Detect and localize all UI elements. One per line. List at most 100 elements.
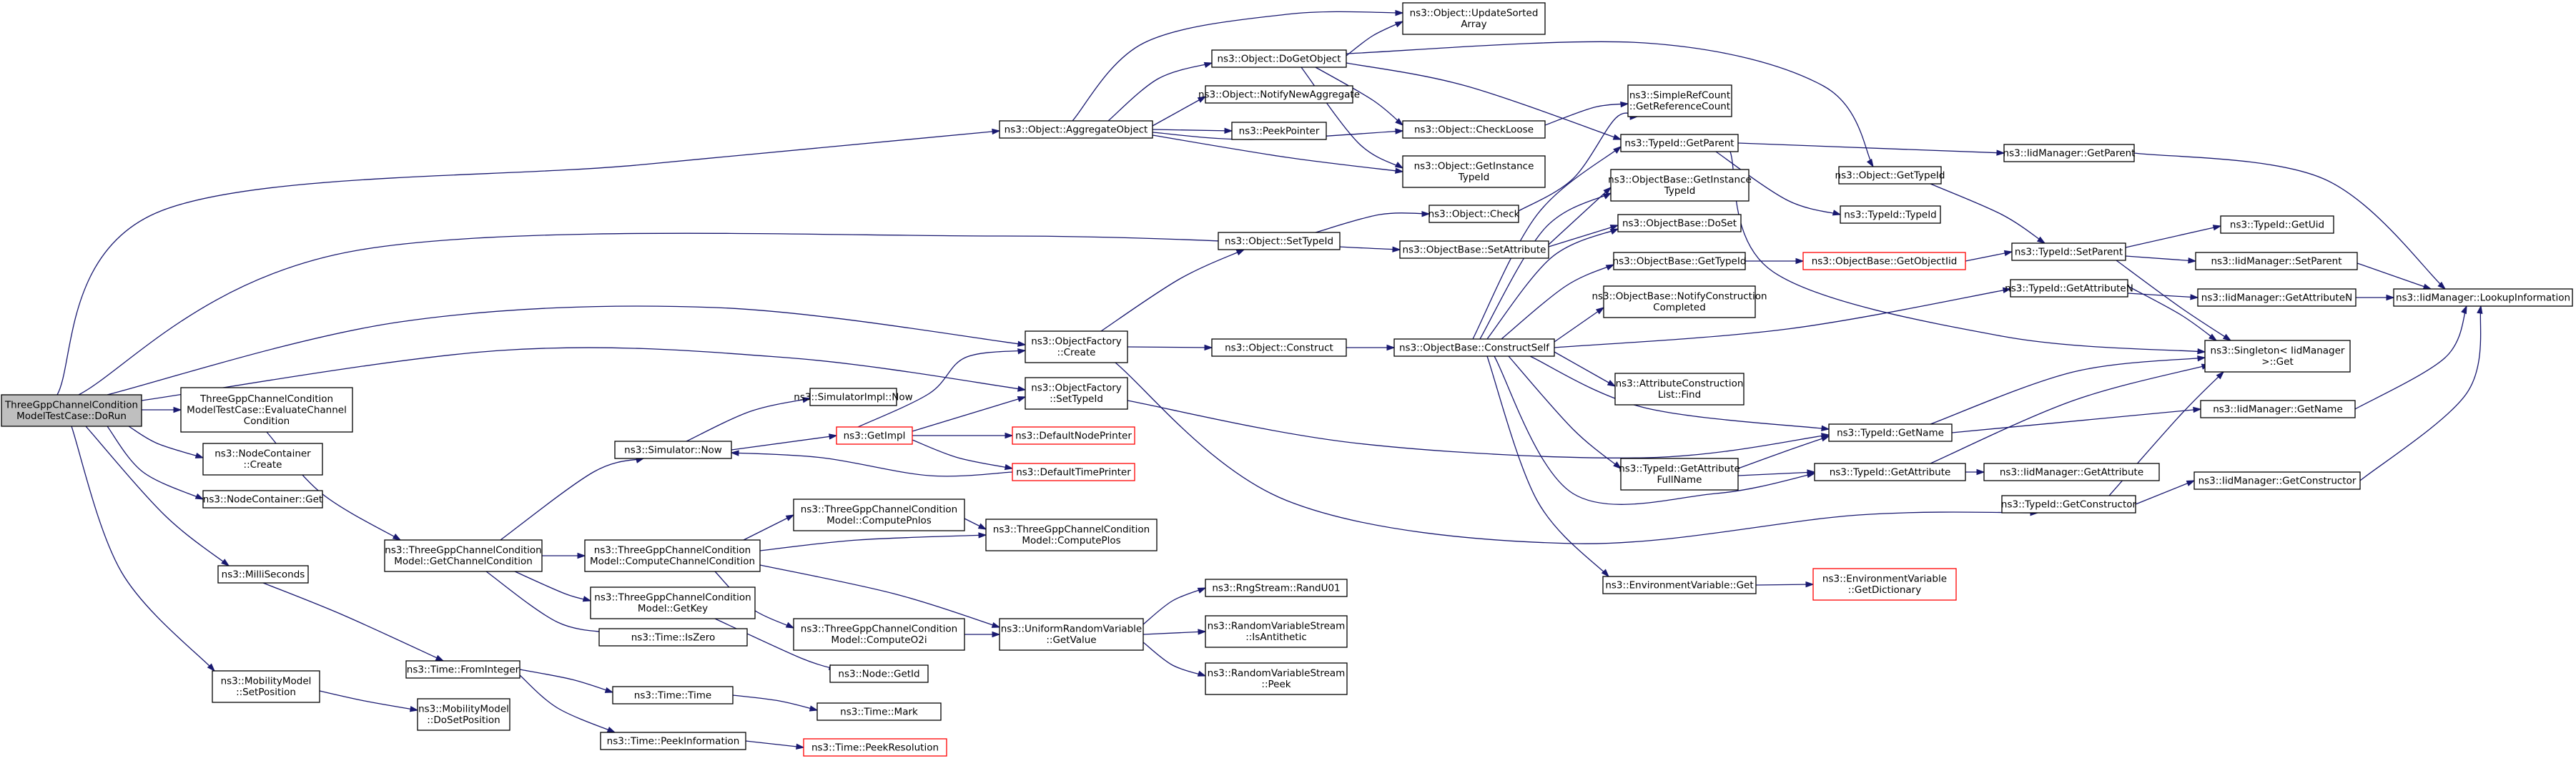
node-tidsetparent[interactable]: ns3::TypeId::SetParent [2011,242,2126,261]
node-computecc[interactable]: ns3::ThreeGppChannelConditionModel::Comp… [584,539,761,572]
edge-arrowhead [1395,118,1404,126]
node-nccreate[interactable]: ns3::NodeContainer::Create [202,443,323,476]
edge-line [1479,192,1612,340]
node-tidgetattr[interactable]: ns3::TypeId::GetAttribute [1814,463,1966,481]
node-objcheck[interactable]: ns3::Object::Check [1428,205,1520,223]
node-o2i[interactable]: ns3::ThreeGppChannelConditionModel::Comp… [793,618,965,651]
node-root[interactable]: ThreeGppChannelConditionModelTestCase::D… [1,394,142,427]
edge-line [78,232,1401,396]
edge-getimpl-to-ofcreate [857,348,1027,428]
edge-getimpl-to-defnode [912,432,1014,439]
edge-iidgetattrn-to-lookup [2356,294,2395,301]
node-mark[interactable]: ns3::Time::Mark [816,702,942,721]
edge-line [1951,408,2201,433]
node-mmset[interactable]: ns3::MobilityModel::SetPosition [212,670,320,703]
edge-arrowhead [1197,587,1207,594]
node-ofsettid[interactable]: ns3::ObjectFactory::SetTypeId [1025,377,1128,410]
node-envget[interactable]: ns3::EnvironmentVariable::Get [1602,576,1757,594]
node-obgetobjtid[interactable]: ns3::ObjectBase::GetObjectIid [1802,252,1966,270]
node-peek[interactable]: ns3::RandomVariableStream::Peek [1205,662,1348,695]
node-notifyagg[interactable]: ns3::Object::NotifyNewAggregate [1198,85,1360,104]
node-iidsetparent[interactable]: ns3::IidManager::SetParent [2195,252,2358,270]
edge-arrowhead [194,452,204,458]
node-getkey[interactable]: ns3::ThreeGppChannelConditionModel::GetK… [590,586,756,619]
node-objgettid[interactable]: ns3::Object::GetTypeId [1835,166,1945,185]
node-objsettid[interactable]: ns3::Object::SetTypeId [1218,232,1341,250]
node-nodegetid[interactable]: ns3::Node::GetId [829,664,929,683]
node-envdict[interactable]: ns3::EnvironmentVariable::GetDictionary [1812,568,1957,601]
node-box [217,565,309,584]
node-ofcreate[interactable]: ns3::ObjectFactory::Create [1025,330,1128,363]
node-uniform[interactable]: ns3::UniformRandomVariable::GetValue [999,618,1144,651]
node-isanti[interactable]: ns3::RandomVariableStream::IsAntithetic [1205,615,1348,648]
node-iidgetparent[interactable]: ns3::IidManager::GetParent [2003,144,2136,162]
edge-arrowhead [2209,333,2218,341]
node-iidgetname[interactable]: ns3::IidManager::GetName [2200,400,2356,418]
edge-constructself-to-obdoset [1486,228,1619,340]
node-ncget[interactable]: ns3::NodeContainer::Get [202,490,323,509]
node-refcount[interactable]: ns3::SimpleRefCount::GetReferenceCount [1627,84,1732,117]
node-obgettid[interactable]: ns3::ObjectBase::GetTypeId [1613,252,1747,270]
node-iidgetattrn[interactable]: ns3::IidManager::GetAttributeN [2197,288,2357,307]
node-simimplnow[interactable]: ns3::SimulatorImpl::Now [794,388,913,406]
node-peekptr[interactable]: ns3::PeekPointer [1231,122,1327,140]
edge-line [2116,260,2231,341]
edge-arrowhead [992,128,1001,135]
node-peekinfo[interactable]: ns3::Time::PeekInformation [600,732,746,750]
edge-line [1501,264,1614,340]
node-box [405,660,520,679]
node-label-line: ns3::ThreeGppChannelCondition [385,545,541,556]
node-simnow[interactable]: ns3::Simulator::Now [614,441,732,459]
edge-line [1494,355,1815,505]
node-label-line: ns3::ObjectBase::GetTypeId [1613,255,1747,267]
edge-line [514,571,591,602]
edge-line [1107,62,1213,122]
node-pnlos[interactable]: ns3::ThreeGppChannelConditionModel::Comp… [793,499,965,531]
node-singleton[interactable]: ns3::Singleton< IidManager>::Get [2204,340,2351,373]
node-tidgetparent[interactable]: ns3::TypeId::GetParent [1620,134,1739,152]
node-dogetobj[interactable]: ns3::Object::DoGetObject [1211,49,1347,68]
node-label-line: TypeId [1664,185,1696,197]
node-tidgetuid[interactable]: ns3::TypeId::GetUid [2220,215,2334,234]
node-fromint[interactable]: ns3::Time::FromInteger [405,660,520,679]
node-plos[interactable]: ns3::ThreeGppChannelConditionModel::Comp… [985,519,1158,551]
node-iidgetattr[interactable]: ns3::IidManager::GetAttribute [1983,463,2160,481]
node-mmdoset[interactable]: ns3::MobilityModel::DoSetPosition [417,698,510,731]
edge-arrowhead [1395,128,1404,134]
node-label-line: ns3::Simulator::Now [624,444,722,456]
edge-obsetattr-to-obdoset [1548,225,1619,247]
node-eval[interactable]: ThreeGppChannelConditionModelTestCase::E… [180,387,353,433]
node-objconstruct[interactable]: ns3::Object::Construct [1211,338,1347,357]
node-checkloose[interactable]: ns3::Object::CheckLoose [1402,120,1546,139]
node-randu01[interactable]: ns3::RngStream::RandU01 [1205,579,1348,597]
node-tidgetname[interactable]: ns3::TypeId::GetName [1828,423,1953,442]
node-peekres[interactable]: ns3::Time::PeekResolution [803,738,947,757]
node-timetime[interactable]: ns3::Time::Time [612,686,734,704]
node-iszero[interactable]: ns3::Time::IsZero [598,628,748,647]
node-obnotify[interactable]: ns3::ObjectBase::NotifyConstructionCompl… [1592,285,1767,318]
node-ms[interactable]: ns3::MilliSeconds [217,565,309,584]
node-obdoset[interactable]: ns3::ObjectBase::DoSet [1617,214,1742,232]
node-tidgetattrn[interactable]: ns3::TypeId::GetAttributeN [2005,279,2133,298]
node-constructself[interactable]: ns3::ObjectBase::ConstructSelf [1393,338,1555,357]
node-lookup[interactable]: ns3::IidManager::LookupInformation [2393,288,2573,307]
node-deftime[interactable]: ns3::DefaultTimePrinter [1012,463,1135,481]
node-defnode[interactable]: ns3::DefaultNodePrinter [1012,426,1135,445]
node-tidgetctor[interactable]: ns3::TypeId::GetConstructor [2001,495,2137,514]
node-iidgetctor[interactable]: ns3::IidManager::GetConstructor [2193,471,2361,490]
node-obsetattr[interactable]: ns3::ObjectBase::SetAttribute [1399,240,1549,259]
node-label-line: ns3::TypeId::GetConstructor [2001,499,2137,510]
node-getcc[interactable]: ns3::ThreeGppChannelConditionModel::GetC… [384,539,543,572]
node-tidtid[interactable]: ns3::TypeId::TypeId [1840,205,1941,224]
node-box [417,698,510,731]
node-getimpl[interactable]: ns3::GetImpl [836,426,913,445]
node-box [1012,426,1135,445]
node-aggregate[interactable]: ns3::Object::AggregateObject [999,120,1153,139]
node-label-line: ns3::Object::Check [1428,208,1520,220]
edge-getimpl-to-ofsettid [912,396,1027,432]
